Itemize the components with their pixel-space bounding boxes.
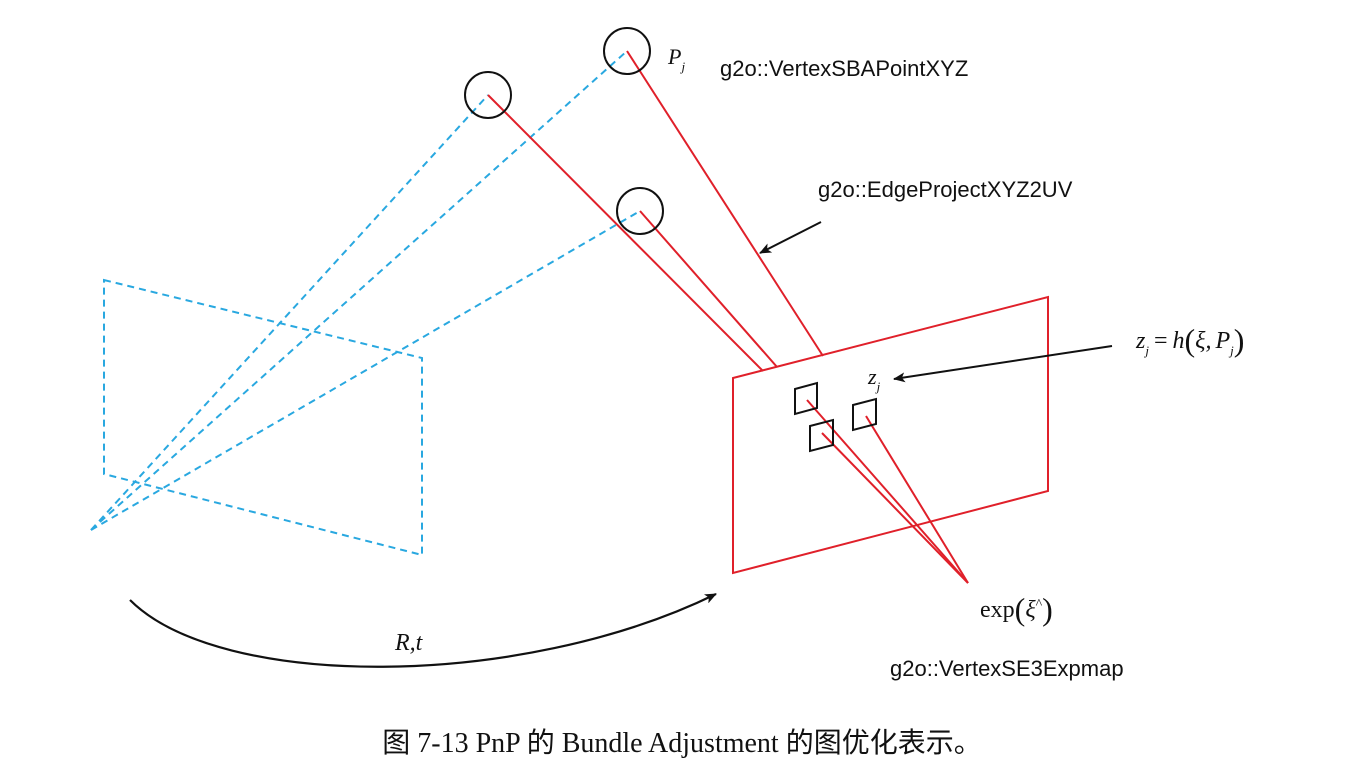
exp-map-label: exp(ξ^) <box>980 591 1053 627</box>
figure-caption: 图 7-13 PnP 的 Bundle Adjustment 的图优化表示。 <box>382 727 981 759</box>
point-vertex-node-2 <box>603 27 651 75</box>
point-vertex-node-1 <box>464 71 512 119</box>
edge-type-label: g2o::EdgeProjectXYZ2UV <box>818 177 1073 202</box>
point-vertex-node-3 <box>616 187 664 235</box>
point-vertices <box>464 27 664 235</box>
edge-project-1 <box>487 94 764 372</box>
measurement-equation: zj=h(ξ,Pj) <box>1135 322 1244 358</box>
measurement-arrow <box>893 345 1113 383</box>
projected-square-2 <box>809 418 834 453</box>
left-camera-frustum <box>90 50 641 557</box>
projected-square-3 <box>852 397 877 432</box>
left-image-plane <box>103 278 423 557</box>
projection-edges <box>487 50 969 584</box>
motion-arrow <box>129 593 717 668</box>
projected-square-1 <box>794 381 818 416</box>
edge-pose-3 <box>865 415 969 584</box>
edge-project-2 <box>626 50 824 357</box>
vertex-point-label: g2o::VertexSBAPointXYZ <box>720 56 968 81</box>
projected-points <box>794 381 877 453</box>
right-image-plane <box>732 295 1049 575</box>
motion-label: R,t <box>394 630 424 656</box>
camera-ray-3 <box>90 210 641 531</box>
edge-project-3 <box>639 210 778 368</box>
edge-pose-1 <box>806 399 969 584</box>
camera-ray-1 <box>90 94 489 531</box>
point-label: Pj <box>667 44 685 74</box>
edge-pose-2 <box>821 432 969 584</box>
projected-point-label: zj <box>867 364 881 394</box>
camera-ray-2 <box>90 50 628 531</box>
edge-pointer-arrow <box>759 221 822 254</box>
vertex-pose-label: g2o::VertexSE3Expmap <box>890 656 1124 681</box>
